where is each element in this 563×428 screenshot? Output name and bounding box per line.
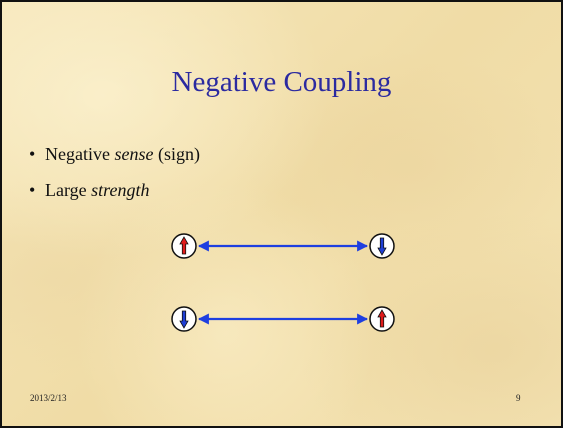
footer-date: 2013/2/13 [30, 393, 67, 403]
spin-down-icon [369, 233, 395, 259]
spin-up-icon [369, 306, 395, 332]
bullet-emphasis: sense [114, 144, 154, 164]
bullet-text: Large [45, 180, 92, 200]
bullet-item: • Large strength [29, 179, 200, 215]
spin-down-icon [171, 306, 197, 332]
footer-page-number: 9 [516, 393, 521, 403]
bullet-item: • Negative sense (sign) [29, 143, 200, 179]
spin-pairs [171, 233, 395, 332]
bullet-text: Negative [45, 144, 115, 164]
spin-up-icon [171, 233, 197, 259]
spin-pair [171, 233, 395, 259]
bullet-list: • Negative sense (sign) • Large strength [29, 143, 200, 215]
bullet-marker: • [29, 180, 36, 200]
slide-title: Negative Coupling [171, 66, 392, 98]
bullet-emphasis: strength [91, 180, 150, 200]
spin-pair [171, 306, 395, 332]
bullet-marker: • [29, 144, 36, 164]
bullet-text-suffix: (sign) [153, 144, 200, 164]
